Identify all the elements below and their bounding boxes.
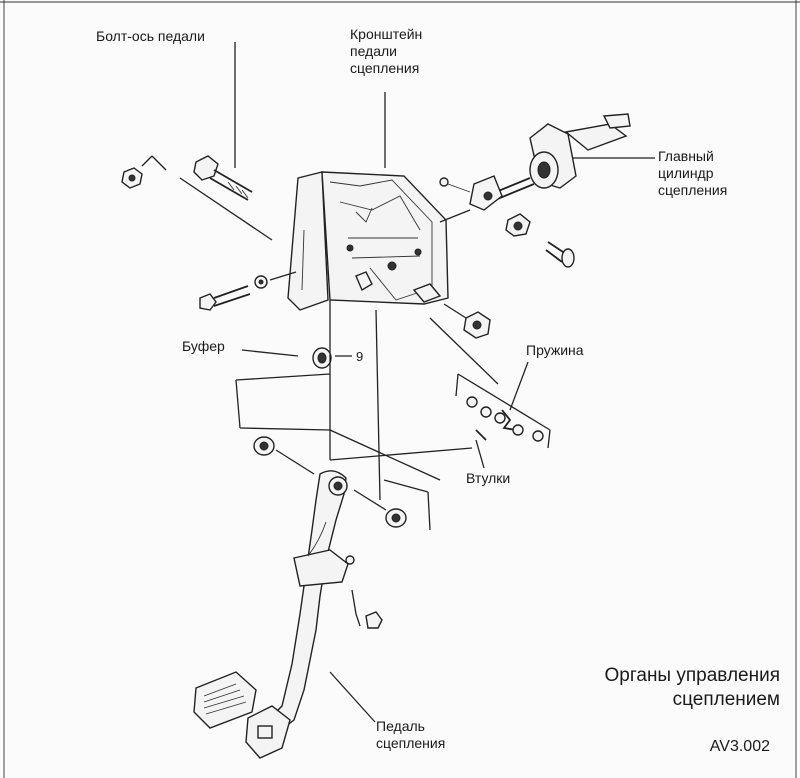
- diagram-caption: Органы управления сцеплением: [605, 664, 780, 712]
- label-pedal-line2: сцепления: [376, 735, 446, 751]
- caption-line2: сцеплением: [672, 689, 780, 710]
- label-bolt-axis: Болт-ось педали: [96, 28, 205, 44]
- clevis-pin: [545, 241, 575, 268]
- buffer-part: [312, 347, 332, 369]
- label-master-cylinder: Главный цилиндр сцепления: [658, 148, 727, 199]
- diagram-code: AV3.002: [709, 738, 770, 755]
- label-spring: Пружина: [526, 342, 584, 358]
- clevis-bushing: [505, 213, 531, 237]
- leader-buffer: [241, 349, 299, 357]
- caption-line1: Органы управления: [604, 665, 780, 686]
- bracket-nut: [429, 303, 499, 385]
- nut-top-left: [121, 155, 273, 241]
- pivot-bushing-right: [353, 489, 407, 528]
- pushrod-clevis: [439, 175, 503, 223]
- clutch-pedal-arm: [254, 470, 383, 741]
- clutch-master-cylinder: [485, 113, 631, 203]
- leader-pedal: [329, 671, 376, 723]
- label-bracket-line1: Кронштейн: [350, 26, 423, 42]
- label-bracket-line3: сцепления: [350, 60, 420, 76]
- label-master-cylinder-line2: цилиндр: [658, 165, 714, 181]
- clutch-pedal-pad: [245, 705, 291, 759]
- lower-bolt: [199, 271, 297, 311]
- leader-spring: [509, 361, 529, 411]
- label-master-cylinder-line1: Главный: [658, 148, 714, 164]
- label-pedal-line1: Педаль: [376, 718, 425, 734]
- label-master-cylinder-line3: сцепления: [658, 182, 728, 198]
- pedal-axis-bolt: [193, 155, 253, 201]
- label-buffer-ref: 9: [356, 349, 364, 364]
- pivot-bushing-left: [253, 436, 315, 475]
- label-bushings: Втулки: [466, 470, 511, 486]
- label-bracket-line2: педали: [350, 43, 398, 59]
- label-pedal: Педаль сцепления: [376, 718, 445, 752]
- label-buffer: Буфер: [182, 338, 225, 354]
- label-bracket: Кронштейн педали сцепления: [350, 26, 422, 77]
- leader-bushings: [475, 439, 485, 469]
- pedal-mount-lines: [235, 300, 473, 531]
- pedal-bracket: [287, 171, 449, 311]
- brake-pedal-pad: [193, 671, 257, 729]
- spring-assembly: [455, 373, 551, 449]
